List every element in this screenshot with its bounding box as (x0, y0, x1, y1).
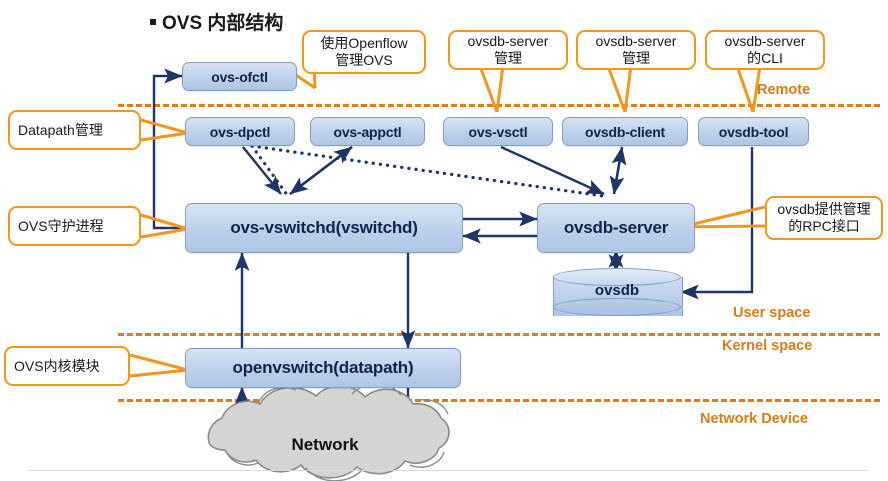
callout-kernel-module: OVS内核模块 (4, 346, 130, 386)
node-network: Network (185, 413, 465, 473)
callout-tool-line1: ovsdb-server (724, 33, 806, 50)
callout-daemon-line1: OVS守护进程 (18, 217, 104, 234)
wire-vswitchd-to-ofctl (152, 68, 188, 230)
network-label: Network (291, 435, 359, 454)
callout-openflow: 使用Openflow 管理OVS (302, 30, 426, 74)
separator-user-kernel (118, 333, 880, 336)
tail-datapath-a (140, 118, 189, 135)
wire-appctl-to-vswitchd (289, 146, 353, 195)
separator-kernel-network (118, 399, 880, 402)
tail-datapath-b (140, 131, 189, 142)
zone-label-user-space: User space (733, 305, 811, 321)
separator-remote-user (118, 104, 880, 107)
callout-tool: ovsdb-server 的CLI (705, 30, 825, 70)
wire-dpctl-to-vswitchd (242, 146, 282, 195)
callout-client: ovsdb-server 管理 (576, 30, 696, 70)
callout-client-line2: 管理 (621, 50, 650, 66)
node-ovs-appctl[interactable]: ovs-appctl (310, 117, 425, 146)
callout-vsctl-line2: 管理 (493, 50, 522, 66)
callout-datapath: Datapath管理 (8, 110, 141, 150)
footer-divider (28, 470, 868, 471)
callout-daemon: OVS守护进程 (8, 206, 141, 246)
bullet-icon (150, 19, 156, 26)
wire-vswitchd-to-appctl (289, 146, 353, 195)
callout-datapath-line1: Datapath管理 (18, 121, 103, 138)
ovsdb-cylinder-bottom (553, 298, 681, 316)
page-title-text: OVS 内部结构 (162, 13, 284, 34)
callout-client-line1: ovsdb-server (595, 33, 677, 50)
ovsdb-cylinder-top (553, 268, 681, 286)
node-ovs-ofctl[interactable]: ovs-ofctl (182, 62, 297, 91)
callout-vsctl: ovsdb-server 管理 (448, 30, 568, 70)
callout-openflow-line1: 使用Openflow (320, 35, 408, 52)
tail-daemon-a (140, 213, 189, 231)
tail-kernel-a (129, 353, 189, 372)
wire-vsctl-to-ovsdbserver (500, 145, 605, 196)
node-openvswitch-datapath[interactable]: openvswitch(datapath) (185, 348, 461, 388)
callout-rpc: ovsdb提供管理 的RPC接口 (765, 196, 883, 240)
callout-openflow-line2: 管理OVS (335, 52, 393, 68)
node-ovs-vsctl[interactable]: ovs-vsctl (443, 117, 553, 146)
node-ovsdb-server[interactable]: ovsdb-server (537, 203, 695, 253)
node-ovsdb[interactable]: ovsdb (553, 268, 683, 316)
tail-openflow-a (295, 73, 316, 90)
wire-dotted-dpctl-ovsdbserver (250, 144, 605, 198)
tail-daemon-b (140, 227, 189, 239)
callout-rpc-line2: 的RPC接口 (788, 218, 860, 234)
page-title: OVS 内部结构 (150, 8, 283, 35)
wire-dotted-dpctl-vswitchd (250, 144, 290, 198)
ovsdb-label: ovsdb (594, 282, 640, 299)
tail-kernel-b (129, 368, 189, 378)
node-ovs-dpctl[interactable]: ovs-dpctl (185, 117, 295, 146)
node-ovsdb-tool[interactable]: ovsdb-tool (698, 117, 809, 146)
node-ovsdb-client[interactable]: ovsdb-client (562, 117, 688, 146)
zone-label-kernel-space: Kernel space (722, 338, 813, 354)
callout-rpc-line1: ovsdb提供管理 (777, 201, 871, 218)
node-ovs-vswitchd[interactable]: ovs-vswitchd(vswitchd) (185, 203, 463, 253)
wire-client-to-ovsdbserver (609, 146, 625, 195)
zone-label-remote: Remote (757, 82, 811, 98)
callout-tool-line2: 的CLI (747, 50, 783, 66)
callout-vsctl-line1: ovsdb-server (467, 33, 549, 50)
zone-label-network-device: Network Device (700, 411, 808, 427)
callout-kernel-line1: OVS内核模块 (14, 357, 100, 374)
wire-ovsdbserver-to-client (611, 146, 627, 195)
